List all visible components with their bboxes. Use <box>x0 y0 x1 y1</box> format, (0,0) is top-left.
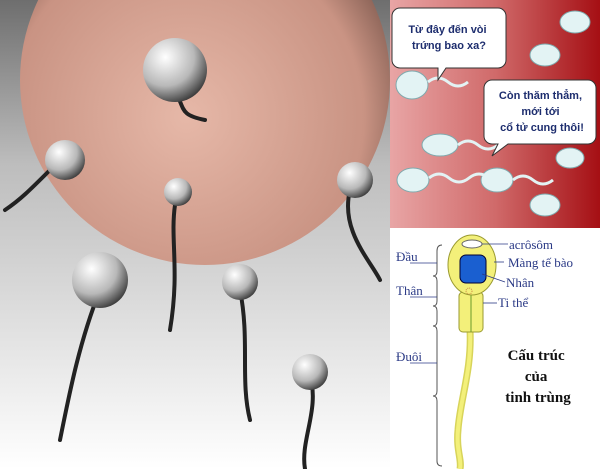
diagram-title: Cấu trúc của tinh trùng <box>505 348 571 406</box>
section-brace <box>432 244 443 467</box>
egg-cell <box>20 0 390 265</box>
sperm-head <box>164 178 192 206</box>
speech-bubble-2 <box>483 79 597 157</box>
speech-bubble-2-text: Còn thăm thẳm, mới tới cổ tử cung thôi! <box>499 89 585 134</box>
sperm-head <box>72 252 128 308</box>
label-head: Đầu <box>396 249 418 264</box>
sperm-head <box>337 162 373 198</box>
label-nucleus: Nhân <box>506 275 535 290</box>
sperm-head <box>292 354 328 390</box>
sperm-structure-diagram: acrôsôm Màng tế bào Nhân Ti thể Đầu Thân… <box>396 234 573 469</box>
speech-bubble-1 <box>391 7 507 82</box>
label-cell-membrane: Màng tế bào <box>508 255 573 270</box>
label-midpiece: Thân <box>396 283 423 298</box>
sperm-head <box>143 38 207 102</box>
sperm-head <box>222 264 258 300</box>
acrosome <box>461 239 483 249</box>
nucleus <box>459 254 487 284</box>
speech-bubble-1-text: Từ đây đến vòi trứng bao xa? <box>408 24 489 52</box>
label-tail: Đuôi <box>396 349 422 364</box>
sperm-head <box>45 140 85 180</box>
photo-egg-and-sperm <box>0 0 390 469</box>
label-mitochondria: Ti thể <box>498 295 528 310</box>
cartoon-panel: Từ đây đến vòi trứng bao xa? Còn thăm th… <box>390 0 600 228</box>
label-acrosome: acrôsôm <box>509 237 553 252</box>
